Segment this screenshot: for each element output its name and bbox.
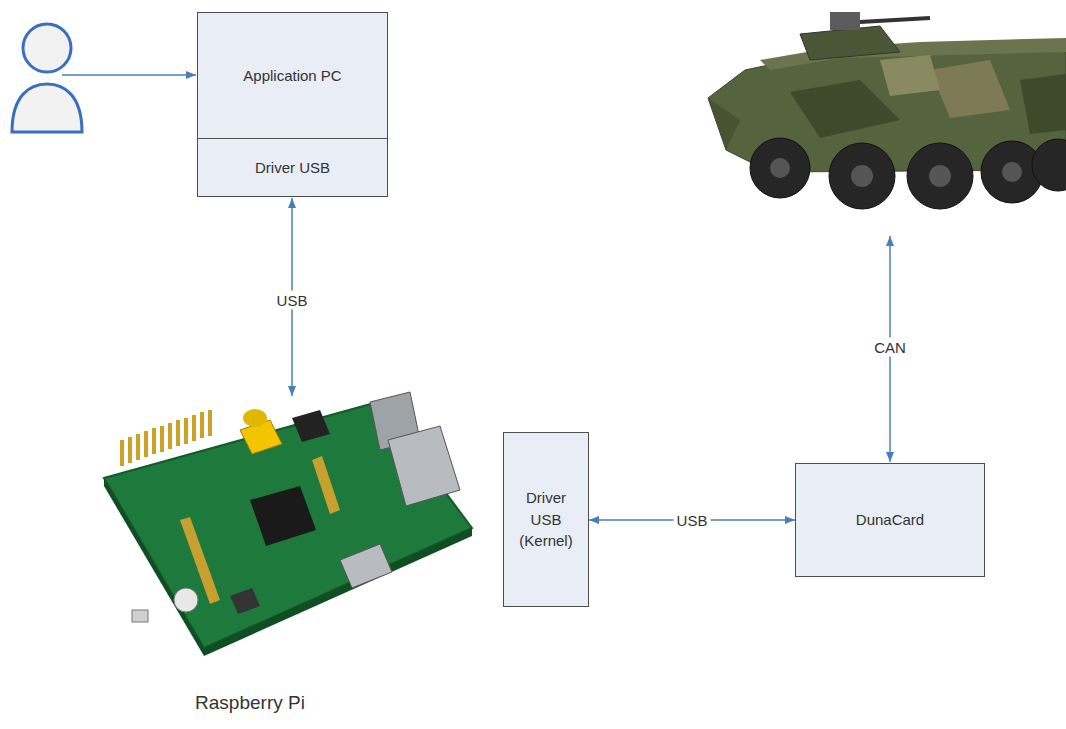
box-label: Driver USB (Kernel) [515, 487, 577, 552]
box-text-group: Application PC [243, 65, 341, 87]
vehicle-illustration [708, 12, 1066, 209]
box-label: DunaCard [856, 509, 924, 531]
process-box: Driver USB (Kernel) [503, 432, 589, 607]
link-label: USB [274, 291, 311, 310]
box-text-group: Driver USB (Kernel) [515, 487, 577, 552]
process-box: Application PC [197, 12, 388, 139]
process-box: Driver USB [197, 138, 388, 197]
device-caption: Raspberry Pi [192, 691, 308, 715]
box-label: Driver USB [255, 157, 330, 179]
link-label: USB [674, 511, 711, 530]
box-text-group: Driver USB [255, 157, 330, 179]
user-icon [12, 24, 82, 132]
process-box: DunaCard [795, 463, 985, 577]
box-text-group: DunaCard [856, 509, 924, 531]
user-arrow [62, 74, 196, 76]
box-label: Application PC [243, 65, 341, 87]
link-label: CAN [871, 338, 909, 357]
raspberry-pi-board [104, 392, 472, 656]
